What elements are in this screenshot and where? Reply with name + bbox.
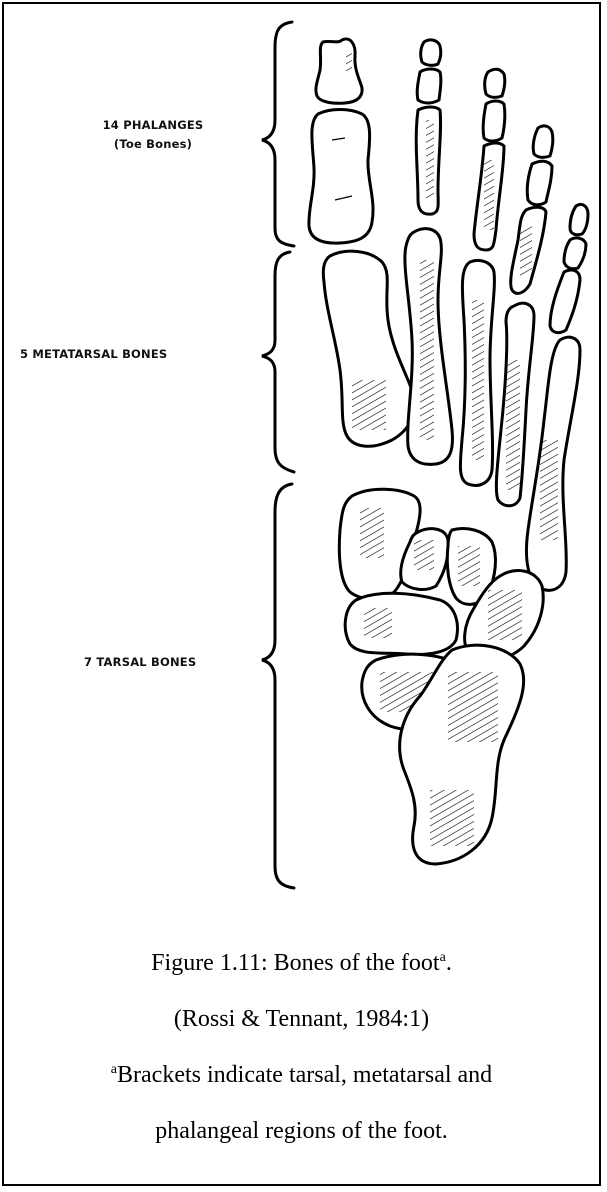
phalanges-label: 14 PHALANGES (Toe Bones) bbox=[88, 116, 218, 154]
figure-caption-footnote-continued: phalangeal regions of the foot. bbox=[0, 1118, 603, 1145]
caption-footnote-text: Brackets indicate tarsal, metatarsal and bbox=[117, 1062, 492, 1088]
tarsal-label: 7 TARSAL BONES bbox=[84, 655, 196, 669]
figure-caption-title: Figure 1.11: Bones of the foota. bbox=[0, 950, 603, 977]
great-toe-phalanges bbox=[309, 39, 373, 243]
caption-title-period: . bbox=[446, 950, 452, 976]
phalanges-label-line1: 14 PHALANGES bbox=[88, 116, 218, 135]
metatarsal-label: 5 METATARSAL BONES bbox=[20, 347, 167, 361]
metatarsal-bracket bbox=[262, 252, 294, 472]
second-toe-phalanges bbox=[416, 40, 441, 214]
caption-title-text: Figure 1.11: Bones of the foot bbox=[151, 950, 439, 976]
fourth-toe-phalanges bbox=[511, 126, 553, 293]
figure-caption-citation: (Rossi & Tennant, 1984:1) bbox=[0, 1006, 603, 1033]
tarsal-bones bbox=[339, 489, 543, 864]
tarsal-bracket bbox=[262, 484, 294, 888]
figure-caption-footnote: aBrackets indicate tarsal, metatarsal an… bbox=[0, 1062, 603, 1089]
phalanges-bracket bbox=[262, 22, 294, 246]
fifth-toe-phalanges bbox=[550, 204, 588, 332]
phalanges-label-line2: (Toe Bones) bbox=[88, 135, 218, 154]
third-toe-phalanges bbox=[474, 69, 505, 250]
